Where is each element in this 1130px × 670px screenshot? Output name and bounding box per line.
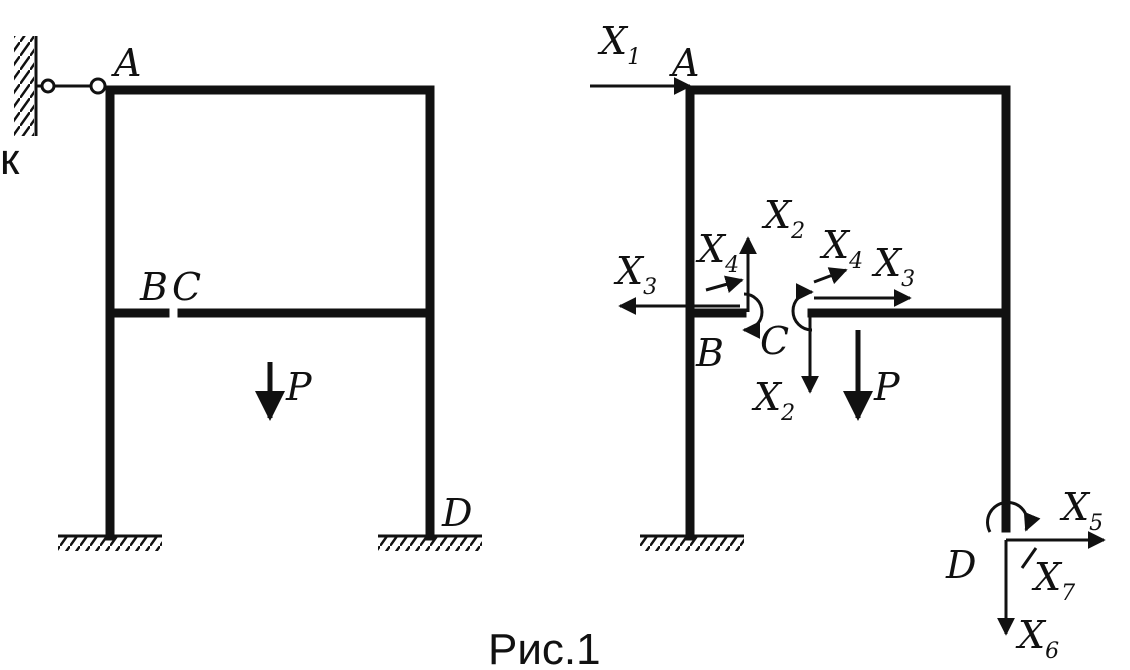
svg-text:X1: X1 xyxy=(597,19,641,70)
force-x4-right-arrow xyxy=(813,267,848,285)
force-x7-label: X7 xyxy=(1031,555,1075,606)
force-x4-right-label: X4 xyxy=(819,223,863,274)
label-b: B xyxy=(695,331,724,375)
force-x1-label: X1 xyxy=(597,19,641,70)
label-a: A xyxy=(669,41,699,85)
wall-support-hatch xyxy=(14,36,34,136)
label-p: P xyxy=(285,365,313,409)
right-frame: A B C P D X1 X2 X2 X3 X3 X4 X4 X5 X6 X7 xyxy=(590,19,1106,664)
force-x2-down-label: X2 xyxy=(751,375,795,426)
svg-text:X2: X2 xyxy=(761,193,805,244)
moment-c xyxy=(791,283,814,332)
svg-text:X5: X5 xyxy=(1059,485,1103,536)
force-x4-left-arrow xyxy=(705,275,744,294)
hinge-a xyxy=(89,77,107,95)
label-d: D xyxy=(441,491,472,535)
svg-text:X2: X2 xyxy=(751,375,795,426)
force-x3-left-label: X3 xyxy=(613,249,657,300)
figure-caption: Рис.1 xyxy=(488,625,601,670)
force-x7-pointer xyxy=(1020,547,1038,569)
label-c: C xyxy=(760,319,789,363)
ground-hatch-right xyxy=(378,537,482,551)
ground-hatch-left xyxy=(58,537,162,551)
force-x2-up-label: X2 xyxy=(761,193,805,244)
force-x3-right-label: X3 xyxy=(871,241,915,292)
force-x4-left-label: X4 xyxy=(695,227,739,278)
label-c: C xyxy=(172,265,201,309)
label-d: D xyxy=(945,543,976,587)
svg-text:X4: X4 xyxy=(695,227,739,278)
cut-text: к xyxy=(0,135,20,184)
svg-text:X3: X3 xyxy=(871,241,915,292)
label-a: A xyxy=(111,41,141,85)
force-x6-label: X6 xyxy=(1015,613,1059,664)
moment-b xyxy=(742,292,764,339)
force-x5-label: X5 xyxy=(1059,485,1103,536)
moment-x7 xyxy=(986,500,1041,533)
label-b: B xyxy=(139,265,168,309)
ground-hatch xyxy=(640,537,744,551)
svg-text:X7: X7 xyxy=(1031,555,1075,606)
svg-text:X4: X4 xyxy=(819,223,863,274)
left-frame: A B C P D к xyxy=(0,36,482,551)
svg-text:X6: X6 xyxy=(1015,613,1059,664)
hinge-wall xyxy=(40,78,56,94)
label-p: P xyxy=(873,365,901,409)
svg-text:X3: X3 xyxy=(613,249,657,300)
